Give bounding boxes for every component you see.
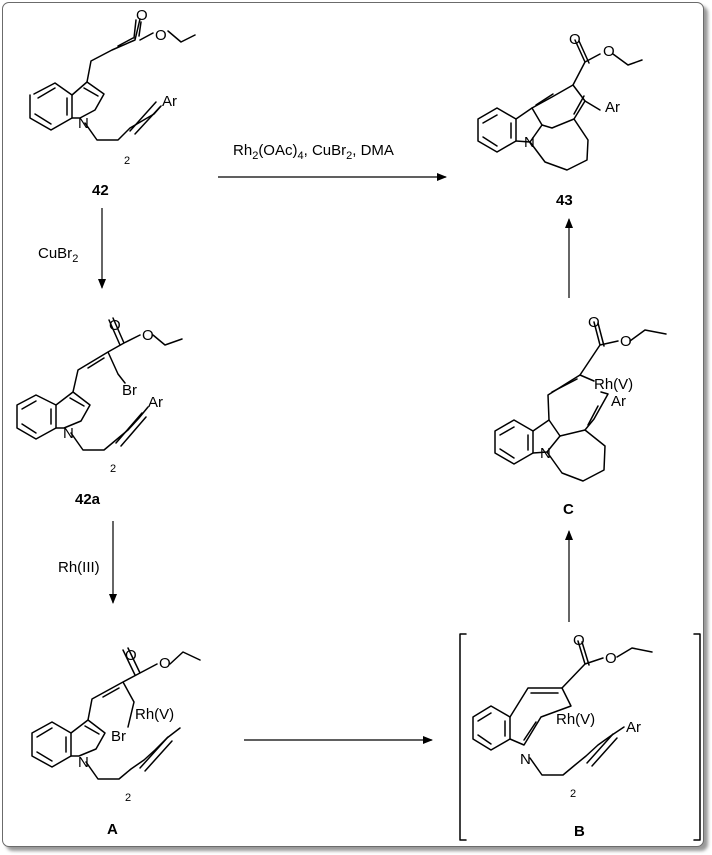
label-42: 42	[92, 182, 109, 199]
atom-rh-a: Rh(V)	[135, 706, 174, 723]
condition-left1: CuBr2	[38, 245, 78, 265]
atom-o-42a-ester: O	[142, 327, 154, 344]
intermediate-c-structure	[494, 321, 667, 482]
atom-n-42: N	[78, 115, 89, 132]
compound-42a-structure	[16, 317, 183, 451]
label-43: 43	[556, 192, 573, 209]
atom-o-a-ester: O	[159, 655, 171, 672]
condition-top: Rh2(OAc)4, CuBr2, DMA	[233, 142, 394, 162]
atom-rh-c: Rh(V)	[594, 376, 633, 393]
atom-rh-b: Rh(V)	[556, 711, 595, 728]
brackets-b	[459, 633, 701, 841]
label-42a: 42a	[75, 491, 101, 508]
atom-ar-42a: Ar	[148, 394, 163, 411]
atom-o-42-ester: O	[155, 27, 167, 44]
atom-br-a: Br	[111, 728, 126, 745]
chain-subscript-a: 2	[125, 792, 131, 804]
atom-o-c-carbonyl: O	[588, 314, 600, 331]
atom-o-b-ester: O	[605, 650, 617, 667]
atom-o-42a-carbonyl: O	[109, 317, 121, 334]
label-b: B	[574, 823, 585, 840]
atom-o-42-carbonyl: O	[136, 7, 148, 24]
label-a: A	[107, 821, 118, 838]
atom-ar-b: Ar	[626, 719, 641, 736]
compound-43-structure	[477, 39, 643, 171]
atom-n-c: N	[540, 445, 551, 462]
label-c: C	[563, 501, 574, 518]
atom-ar-c: Ar	[611, 393, 626, 410]
atom-ar-42: Ar	[162, 93, 177, 110]
chain-subscript-b: 2	[570, 788, 576, 800]
atom-ar-43: Ar	[605, 99, 620, 116]
chain-subscript-42a: 2	[110, 463, 116, 475]
atom-o-b-carbonyl: O	[573, 632, 585, 649]
atom-n-b: N	[520, 751, 531, 768]
atom-n-43: N	[524, 134, 535, 151]
intermediate-b-structure	[472, 640, 653, 776]
atom-o-43-ester: O	[603, 43, 615, 60]
atom-o-a-carbonyl: O	[125, 647, 137, 664]
condition-left2: Rh(III)	[58, 559, 100, 576]
compound-42-structure	[29, 18, 196, 141]
chain-subscript-42: 2	[124, 155, 130, 167]
atom-o-c-ester: O	[620, 333, 632, 350]
atom-n-a: N	[78, 754, 89, 771]
intermediate-a-structure	[31, 647, 201, 780]
atom-o-43-carbonyl: O	[569, 31, 581, 48]
atom-br-42a: Br	[122, 382, 137, 399]
scheme-frame	[2, 2, 704, 847]
atom-n-42a: N	[63, 425, 74, 442]
